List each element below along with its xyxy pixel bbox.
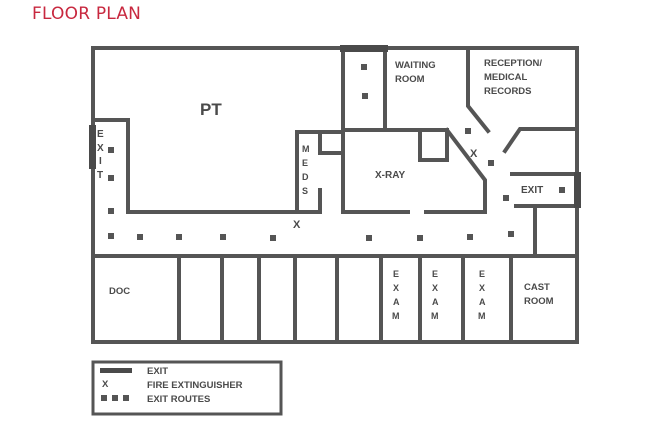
legend-exit-routes-label: EXIT ROUTES <box>147 394 210 405</box>
legend-exit-line-icon <box>100 368 132 373</box>
svg-text:M: M <box>478 311 486 321</box>
svg-text:X: X <box>393 283 399 293</box>
exit-west <box>89 125 96 169</box>
walls <box>91 46 579 344</box>
room-reception-label-1: RECEPTION/ <box>484 58 542 69</box>
room-meds-label: E <box>302 158 308 168</box>
legend-route-icon <box>101 395 107 401</box>
legend-exit-label: EXIT <box>147 366 168 377</box>
svg-text:M: M <box>431 311 439 321</box>
room-meds-label: M <box>302 144 310 154</box>
room-xray-label: X-RAY <box>375 170 406 181</box>
svg-text:X: X <box>432 283 438 293</box>
room-cast-label-1: CAST <box>524 282 550 293</box>
legend: EXIT X FIRE EXTINGUISHER EXIT ROUTES <box>91 360 283 416</box>
svg-text:X: X <box>479 283 485 293</box>
svg-text:E: E <box>393 269 399 279</box>
room-meds-label: D <box>302 172 309 182</box>
exit-north <box>340 45 388 52</box>
legend-fire-extinguisher-label: FIRE EXTINGUISHER <box>147 380 243 391</box>
room-meds-label: S <box>302 186 308 196</box>
exit-east <box>574 172 581 208</box>
room-reception-label-3: RECORDS <box>484 86 532 97</box>
svg-text:A: A <box>432 297 439 307</box>
room-doc-label: DOC <box>109 286 130 297</box>
fire-extinguisher-icon: X <box>470 148 478 160</box>
exit-west-label: I <box>99 156 102 167</box>
room-waiting-label-1: WAITING <box>395 60 436 71</box>
svg-text:E: E <box>432 269 438 279</box>
svg-text:A: A <box>393 297 400 307</box>
room-cast-label-2: ROOM <box>524 296 554 307</box>
exam-room-3-label: E X A M <box>478 269 486 321</box>
room-pt-label: PT <box>200 100 222 119</box>
room-reception-label-2: MEDICAL <box>484 72 527 83</box>
exit-markers <box>89 45 581 208</box>
legend-fire-extinguisher-icon: X <box>102 379 109 390</box>
room-waiting-label-2: ROOM <box>395 74 425 85</box>
svg-text:E: E <box>479 269 485 279</box>
exit-west-label: X <box>97 143 104 154</box>
exit-east-label: EXIT <box>521 185 543 196</box>
fire-extinguisher-icon: X <box>293 219 301 231</box>
svg-text:M: M <box>392 311 400 321</box>
exit-west-label: T <box>97 170 103 181</box>
page-title: FLOOR PLAN <box>32 4 142 24</box>
exit-routes <box>108 64 565 241</box>
exit-west-label: E <box>97 129 104 140</box>
svg-text:A: A <box>479 297 486 307</box>
exam-room-1-label: E X A M <box>392 269 400 321</box>
exam-room-2-label: E X A M <box>431 269 439 321</box>
